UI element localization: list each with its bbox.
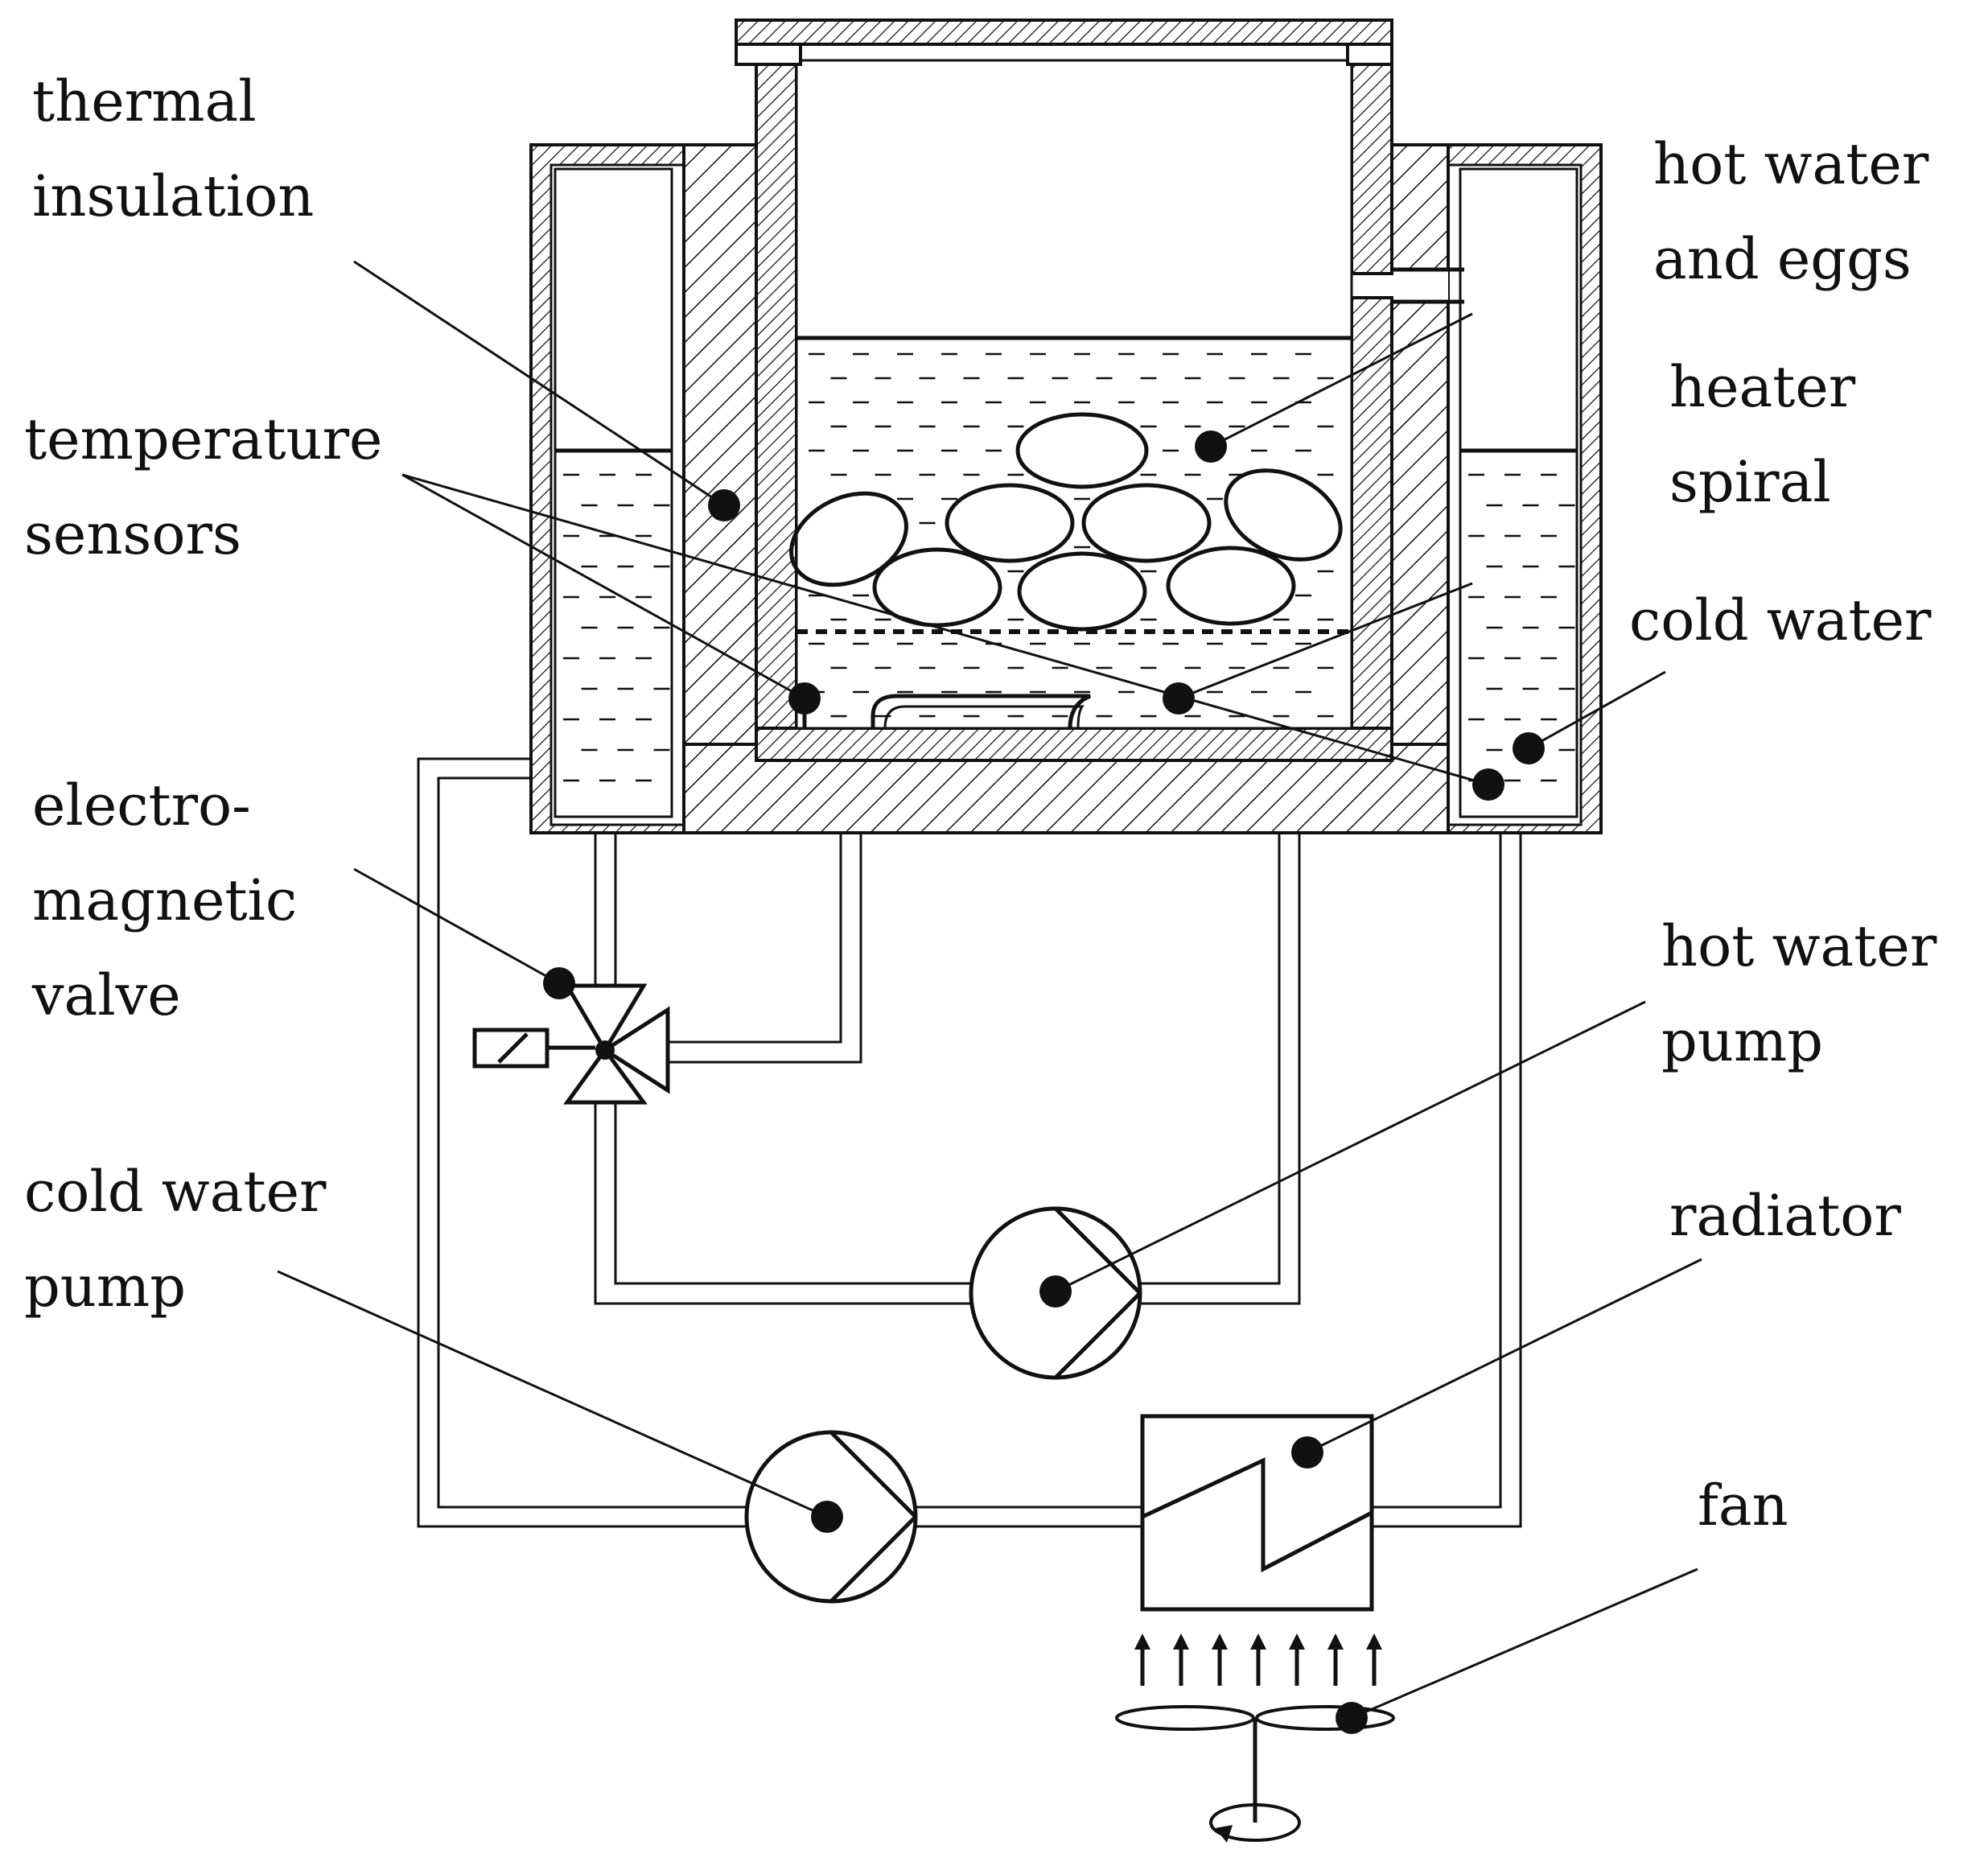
pipe-network bbox=[417, 736, 1522, 1528]
svg-text:magnetic: magnetic bbox=[32, 867, 297, 933]
label-cold-water: cold water bbox=[1629, 587, 1932, 653]
eggs bbox=[789, 412, 1343, 632]
svg-text:spiral: spiral bbox=[1669, 449, 1831, 515]
svg-text:cold water: cold water bbox=[24, 1159, 327, 1225]
label-hot-water-pump: hot water pump bbox=[1661, 913, 1937, 1074]
svg-text:hot water: hot water bbox=[1661, 913, 1937, 979]
label-thermal-insulation: thermal insulation bbox=[32, 68, 314, 229]
svg-text:fan: fan bbox=[1698, 1473, 1788, 1539]
leader-lines bbox=[277, 260, 1702, 1720]
svg-text:pump: pump bbox=[24, 1254, 186, 1320]
water-marks bbox=[563, 352, 1575, 782]
label-fan: fan bbox=[1698, 1473, 1788, 1539]
svg-text:electro-: electro- bbox=[32, 772, 251, 838]
svg-text:hot water: hot water bbox=[1653, 131, 1929, 197]
marker-dots bbox=[543, 430, 1545, 1734]
svg-text:pump: pump bbox=[1661, 1008, 1823, 1074]
radiator-symbol bbox=[1140, 1414, 1374, 1612]
svg-text:thermal: thermal bbox=[32, 68, 257, 134]
svg-text:temperature: temperature bbox=[24, 406, 382, 472]
fan-symbol bbox=[1115, 1633, 1395, 1843]
svg-text:insulation: insulation bbox=[32, 163, 314, 229]
label-heater-spiral: heater spiral bbox=[1669, 354, 1856, 515]
svg-text:sensors: sensors bbox=[24, 501, 241, 567]
svg-text:valve: valve bbox=[31, 962, 181, 1028]
svg-text:cold water: cold water bbox=[1629, 587, 1932, 653]
label-electromagnetic-valve: electro- magnetic valve bbox=[31, 772, 297, 1028]
label-cold-water-pump: cold water pump bbox=[24, 1159, 327, 1320]
svg-text:and eggs: and eggs bbox=[1653, 226, 1912, 292]
label-radiator: radiator bbox=[1669, 1183, 1901, 1249]
label-hot-water-and-eggs: hot water and eggs bbox=[1653, 131, 1929, 292]
label-temperature-sensors: temperature sensors bbox=[24, 406, 382, 567]
svg-text:heater: heater bbox=[1669, 354, 1856, 420]
electromagnetic-valve-symbol bbox=[472, 983, 670, 1105]
inner-vessel bbox=[735, 19, 1393, 762]
svg-text:radiator: radiator bbox=[1669, 1183, 1901, 1249]
